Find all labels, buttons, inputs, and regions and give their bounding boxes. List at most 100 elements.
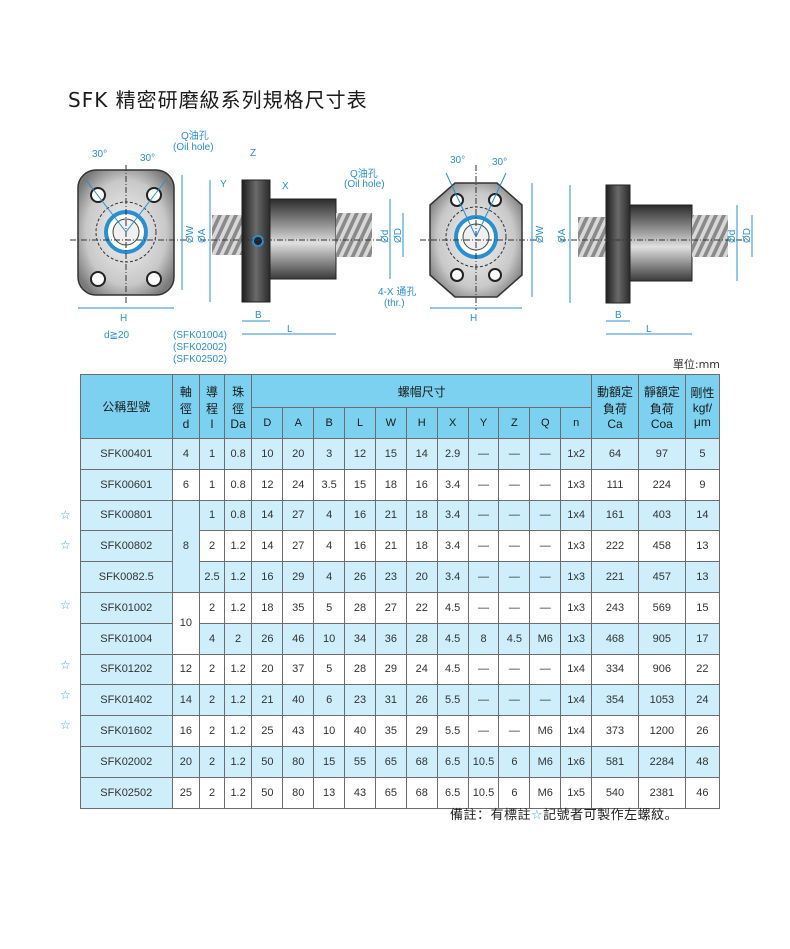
cell-a: 37 [282, 653, 315, 686]
cell-q: — [529, 561, 562, 593]
cell-w: 31 [374, 684, 407, 717]
star-mark: ☆ [60, 538, 71, 552]
cell-d: 20 [251, 653, 284, 686]
cell-h: 68 [405, 745, 438, 778]
cell-coa: 224 [637, 468, 686, 501]
cell-k: 22 [684, 653, 721, 686]
cell-l: 43 [344, 776, 376, 809]
cell-q: — [529, 684, 562, 717]
header-L: L [344, 407, 376, 439]
cell-shaft-dia: 4 [171, 438, 201, 470]
cell-ball-dia: 0.8 [223, 438, 253, 470]
cell-h: 16 [405, 468, 438, 501]
cell-b: 4 [313, 561, 346, 593]
cell-ball-dia: 1.2 [223, 776, 253, 809]
cell-k: 5 [684, 438, 721, 470]
cell-model: SFK01402 [80, 684, 173, 717]
cell-ca: 161 [591, 499, 639, 532]
side-view-right: ØA Ød ØD B L [557, 184, 753, 335]
cell-ca: 111 [591, 468, 639, 501]
cell-d: 14 [251, 499, 284, 532]
cell-shaft-dia: 6 [171, 468, 201, 501]
cell-b: 6 [313, 684, 346, 717]
cell-w: 23 [374, 561, 407, 593]
cell-k: 24 [684, 684, 721, 717]
cell-z: — [498, 530, 531, 563]
cell-h: 24 [405, 653, 438, 686]
cell-x: 3.4 [436, 561, 469, 593]
cell-ball-dia: 0.8 [223, 468, 253, 501]
cell-coa: 2284 [637, 745, 686, 778]
cell-y: — [467, 591, 500, 624]
cell-ca: 468 [591, 622, 639, 655]
cell-y: 8 [467, 622, 500, 655]
cell-ca: 221 [591, 561, 639, 593]
cell-coa: 458 [637, 530, 686, 563]
cell-model: SFK02002 [80, 745, 173, 778]
page-title: SFK 精密研磨級系列規格尺寸表 [68, 88, 368, 112]
star-mark: ☆ [60, 688, 71, 702]
cell-ball-dia: 1.2 [223, 561, 253, 593]
header-Q: Q [529, 407, 562, 439]
cell-k: 9 [684, 468, 721, 501]
cell-lead: 2 [199, 591, 225, 624]
cell-n: 1x3 [560, 561, 593, 593]
cell-d: 18 [251, 591, 284, 624]
cell-ball-dia: 1.2 [223, 745, 253, 778]
cell-ca: 581 [591, 745, 639, 778]
technical-drawing: 30° 30° H d≧20 ØW Q油孔 (Oil hole) Z Y X Ø… [70, 129, 753, 365]
cell-n: 1x4 [560, 499, 593, 532]
svg-text:(SFK01004): (SFK01004) [173, 330, 227, 341]
cell-lead: 2 [199, 745, 225, 778]
cell-l: 55 [344, 745, 376, 778]
cell-l: 26 [344, 561, 376, 593]
cell-n: 1x4 [560, 653, 593, 686]
cell-x: 5.5 [436, 684, 469, 717]
unit-label: 單位:mm [672, 358, 720, 371]
cell-n: 1x3 [560, 591, 593, 624]
cell-shaft-dia: 16 [171, 715, 201, 747]
cell-x: 4.5 [436, 653, 469, 686]
cell-shaft-dia: 8 [171, 499, 201, 593]
cell-lead: 2.5 [199, 561, 225, 593]
cell-a: 80 [282, 745, 315, 778]
cell-x: 6.5 [436, 745, 469, 778]
cell-lead: 4 [199, 622, 225, 655]
cell-lead: 2 [199, 530, 225, 563]
front-view-left: 30° 30° H d≧20 ØW [70, 149, 196, 341]
cell-b: 10 [313, 715, 346, 747]
cell-d: 26 [251, 622, 284, 655]
cell-shaft-dia: 12 [171, 653, 201, 686]
cell-h: 22 [405, 591, 438, 624]
cell-d: 12 [251, 468, 284, 501]
cell-k: 17 [684, 622, 721, 655]
cell-h: 28 [405, 622, 438, 655]
svg-text:(Oil hole): (Oil hole) [344, 179, 385, 190]
cell-b: 15 [313, 745, 346, 778]
cell-x: 4.5 [436, 622, 469, 655]
svg-text:4-X 通孔: 4-X 通孔 [378, 286, 416, 298]
cell-z: — [498, 438, 531, 470]
svg-text:30°: 30° [140, 153, 155, 164]
cell-model: SFK00802 [80, 530, 173, 563]
cell-shaft-dia: 14 [171, 684, 201, 717]
cell-lead: 1 [199, 499, 225, 532]
cell-lead: 1 [199, 438, 225, 470]
svg-text:ØD: ØD [742, 228, 753, 243]
cell-z: 6 [498, 776, 531, 809]
cell-y: — [467, 468, 500, 501]
cell-model: SFK01202 [80, 653, 173, 686]
svg-text:30°: 30° [92, 149, 107, 160]
cell-ca: 243 [591, 591, 639, 624]
header-A: A [282, 407, 315, 439]
cell-w: 29 [374, 653, 407, 686]
cell-z: — [498, 653, 531, 686]
cell-x: 3.4 [436, 468, 469, 501]
header-D: D [251, 407, 284, 439]
cell-coa: 906 [637, 653, 686, 686]
cell-h: 26 [405, 684, 438, 717]
